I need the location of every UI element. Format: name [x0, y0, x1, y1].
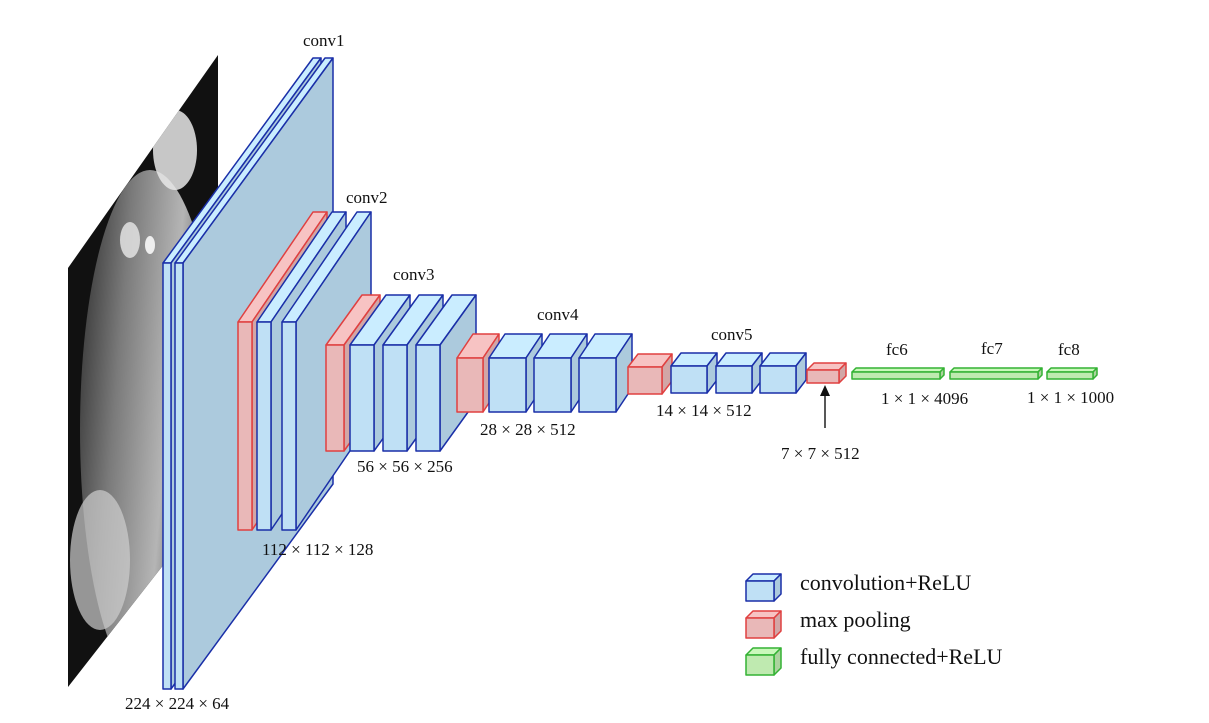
dim-112-label: 112 × 112 × 128	[262, 540, 373, 559]
conv2-label: conv2	[346, 188, 388, 207]
fc8-block	[1046, 367, 1098, 380]
conv1-label: conv1	[303, 31, 345, 50]
conv4-label: conv4	[537, 305, 579, 324]
legend-fc-icon	[745, 647, 782, 676]
fc7-block	[949, 367, 1043, 380]
pool5-pointer-arrow	[820, 385, 830, 428]
legend-fc-label: fully connected+ReLU	[800, 644, 1003, 669]
dim-4096-label: 1 × 1 × 4096	[881, 389, 968, 408]
dim-56-label: 56 × 56 × 256	[357, 457, 453, 476]
dim-14-label: 14 × 14 × 512	[656, 401, 752, 420]
legend-conv-label: convolution+ReLU	[800, 570, 971, 595]
fc6-label: fc6	[886, 340, 908, 359]
pool4-block	[627, 353, 673, 395]
fc7-label: fc7	[981, 339, 1003, 358]
dim-28-label: 28 × 28 × 512	[480, 420, 576, 439]
conv5-block-2	[715, 352, 763, 394]
conv3-label: conv3	[393, 265, 435, 284]
layer-blocks	[162, 57, 1098, 690]
conv5-block-1	[670, 352, 718, 394]
dim-7-label: 7 × 7 × 512	[781, 444, 860, 463]
pool5-block	[806, 362, 847, 384]
fc6-block	[851, 367, 945, 380]
dim-224-label: 224 × 224 × 64	[125, 694, 230, 713]
fc8-label: fc8	[1058, 340, 1080, 359]
conv5-label: conv5	[711, 325, 753, 344]
conv5-block-3	[759, 352, 807, 394]
legend: convolution+ReLU max pooling fully conne…	[745, 570, 1003, 676]
legend-pool-icon	[745, 610, 782, 639]
legend-pool-label: max pooling	[800, 607, 911, 632]
legend-conv-icon	[745, 573, 782, 602]
dim-1000-label: 1 × 1 × 1000	[1027, 388, 1114, 407]
conv4-block-3	[578, 333, 633, 413]
